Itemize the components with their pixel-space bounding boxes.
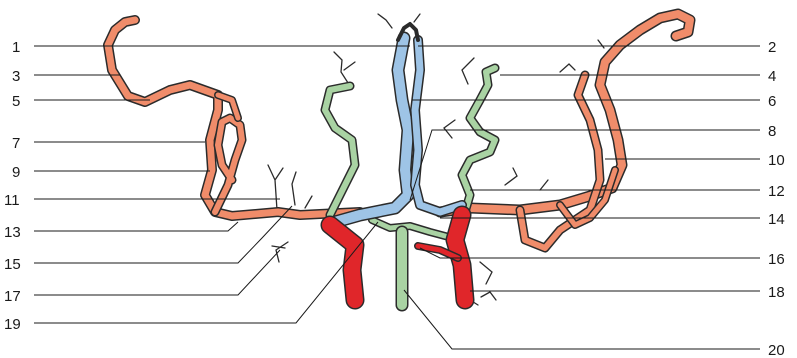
- vessel-illustration: [108, 14, 690, 305]
- label-2: 2: [768, 39, 776, 56]
- leader-line-13: [34, 222, 238, 231]
- leader-line-19: [34, 222, 378, 323]
- label-3: 3: [12, 68, 20, 85]
- label-9: 9: [12, 164, 20, 181]
- label-6: 6: [768, 93, 776, 110]
- leader-line-17: [34, 250, 280, 295]
- small-branches: [268, 14, 604, 305]
- label-10: 10: [768, 152, 785, 169]
- label-1: 1: [12, 39, 20, 56]
- leader-line-16: [420, 248, 760, 258]
- label-15: 15: [4, 256, 21, 273]
- label-19: 19: [4, 316, 21, 333]
- label-20: 20: [768, 342, 785, 358]
- label-12: 12: [768, 183, 785, 200]
- label-17: 17: [4, 288, 21, 305]
- label-7: 7: [12, 135, 20, 152]
- label-18: 18: [768, 284, 785, 301]
- label-13: 13: [4, 224, 21, 241]
- label-5: 5: [12, 93, 20, 110]
- left-orange-artery: [108, 20, 360, 216]
- label-16: 16: [768, 251, 785, 268]
- label-11: 11: [4, 192, 20, 209]
- label-4: 4: [768, 68, 776, 85]
- label-14: 14: [768, 211, 785, 228]
- blue-veins: [335, 24, 462, 222]
- labels-left: 1 3 5 7 9 11 13 15 17 19: [4, 39, 21, 333]
- label-8: 8: [768, 123, 776, 140]
- labels-right: 2 4 6 8 10 12 14 16 18 20: [768, 39, 785, 358]
